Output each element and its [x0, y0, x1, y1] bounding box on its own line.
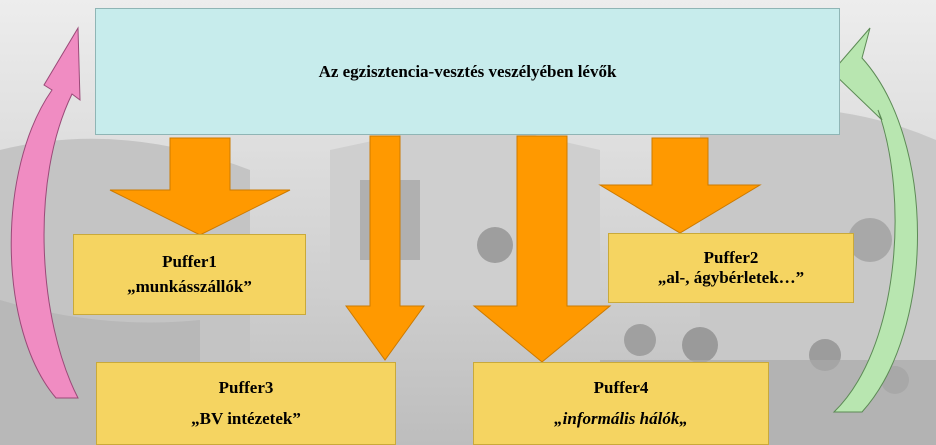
- top-group-box: Az egzisztencia-vesztés veszélyében lévő…: [95, 8, 840, 135]
- puffer3-box: Puffer3 „BV intézetek”: [96, 362, 396, 445]
- curved-arrow-up-icon: [10, 26, 81, 399]
- top-group-title: Az egzisztencia-vesztés veszélyében lévő…: [318, 61, 617, 81]
- puffer4-subtitle: „informális hálók„: [554, 408, 688, 428]
- puffer1-title: Puffer1: [162, 251, 217, 271]
- down-arrow-puffer1: [109, 137, 291, 236]
- down-arrow-puffer4: [472, 135, 612, 363]
- down-arrow-puffer3: [345, 135, 425, 361]
- puffer3-title: Puffer3: [218, 377, 274, 397]
- puffer2-box: Puffer2 „al-, ágybérletek…”: [608, 233, 854, 303]
- puffer2-title: Puffer2: [703, 248, 759, 268]
- puffer1-subtitle: „munkásszállók”: [127, 276, 252, 296]
- puffer4-title: Puffer4: [593, 377, 649, 397]
- curved-arrow-up-icon: [831, 27, 918, 413]
- down-arrow-puffer2: [598, 137, 762, 234]
- puffer4-box: Puffer4 „informális hálók„: [473, 362, 769, 445]
- puffer2-subtitle: „al-, ágybérletek…”: [657, 268, 805, 287]
- puffer3-subtitle: „BV intézetek”: [191, 408, 301, 428]
- puffer1-box: Puffer1 „munkásszállók”: [73, 234, 306, 315]
